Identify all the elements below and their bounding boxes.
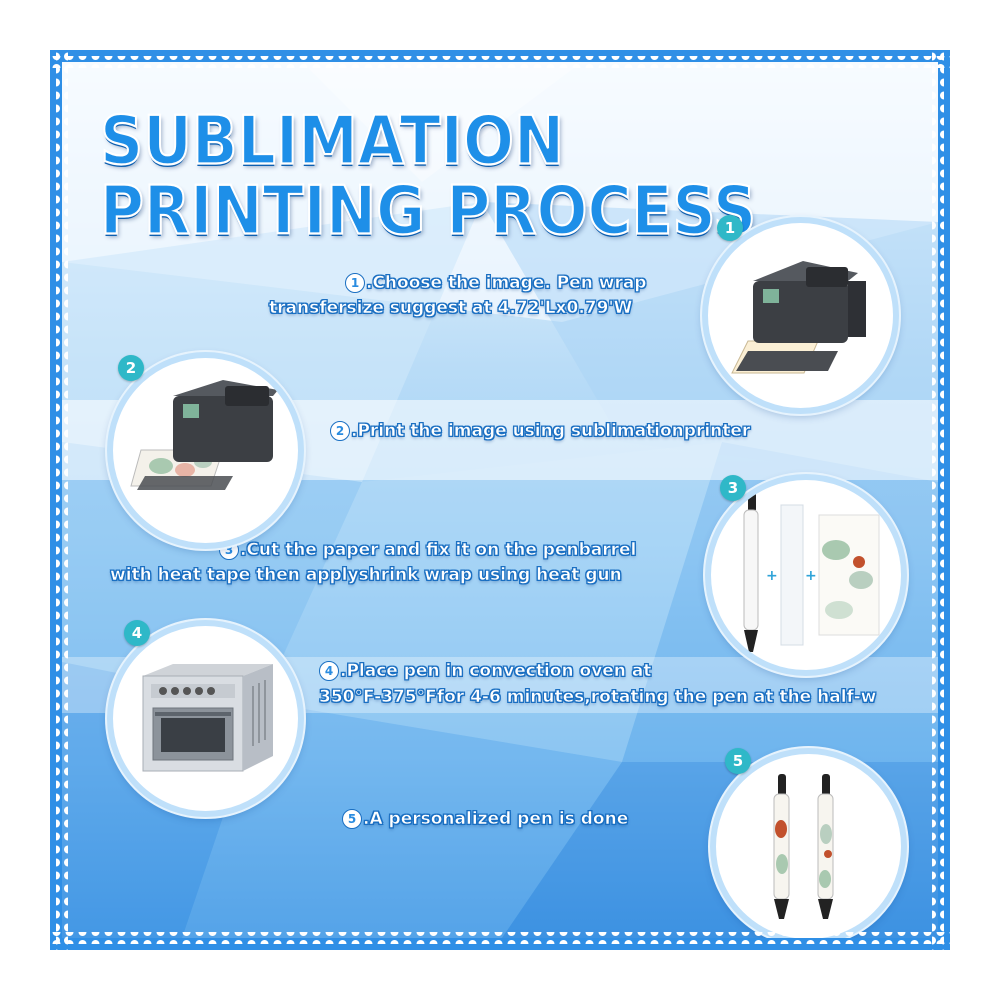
step-1-illustration	[702, 217, 899, 414]
step-5-line-1: .A personalized pen is done	[363, 809, 629, 830]
poster-frame: SUBLIMATION PRINTING PROCESS 1.Choose th…	[50, 50, 950, 950]
svg-text:+: +	[805, 568, 817, 584]
title-line-1: SUBLIMATION	[99, 101, 565, 182]
step-4-line-1: .Place pen in convection oven at	[340, 661, 652, 682]
step-2-line-1: .Print the image using sublimationprinte…	[351, 421, 751, 442]
step-2-caption: 2.Print the image using sublimationprint…	[330, 420, 751, 442]
step-3-illustration: + +	[705, 474, 907, 676]
step-1-line-1: .Choose the image. Pen wrap	[366, 273, 647, 294]
step-5-caption: 5.A personalized pen is done	[342, 808, 629, 830]
step-5-number: 5	[342, 809, 362, 829]
step-3-badge: 3	[720, 475, 746, 501]
step-2-number: 2	[330, 421, 350, 441]
oven-icon	[142, 664, 273, 772]
svg-text:+: +	[766, 568, 778, 584]
printer-icon	[731, 261, 866, 374]
step-3-line-2: with heat tape then applyshrink wrap usi…	[110, 565, 622, 586]
step-5-badge: 5	[725, 748, 751, 774]
step-4-badge: 4	[124, 620, 150, 646]
finished-pens-icon	[773, 774, 834, 919]
step-1-line-2: transfersize suggest at 4.72'Lx0.79'W	[269, 298, 633, 319]
step-1-number: 1	[345, 273, 365, 293]
step-2-illustration	[107, 352, 304, 549]
title-line-2: PRINTING PROCESS	[99, 171, 757, 252]
step-4-illustration	[107, 620, 304, 817]
step-4-number: 4	[319, 661, 339, 681]
step-5-illustration	[710, 748, 907, 938]
step-3-line-1: .Cut the paper and fix it on the penbarr…	[240, 540, 637, 561]
step-4-line-2: 350°F-375°Ffor 4-6 minutes,rotating the …	[319, 687, 877, 708]
poster-background: SUBLIMATION PRINTING PROCESS 1.Choose th…	[62, 62, 938, 938]
step-2-badge: 2	[118, 355, 144, 381]
step-1-badge: 1	[717, 215, 743, 241]
printer-printing-icon	[130, 380, 278, 490]
pen-wrap-icon: + +	[743, 490, 880, 652]
